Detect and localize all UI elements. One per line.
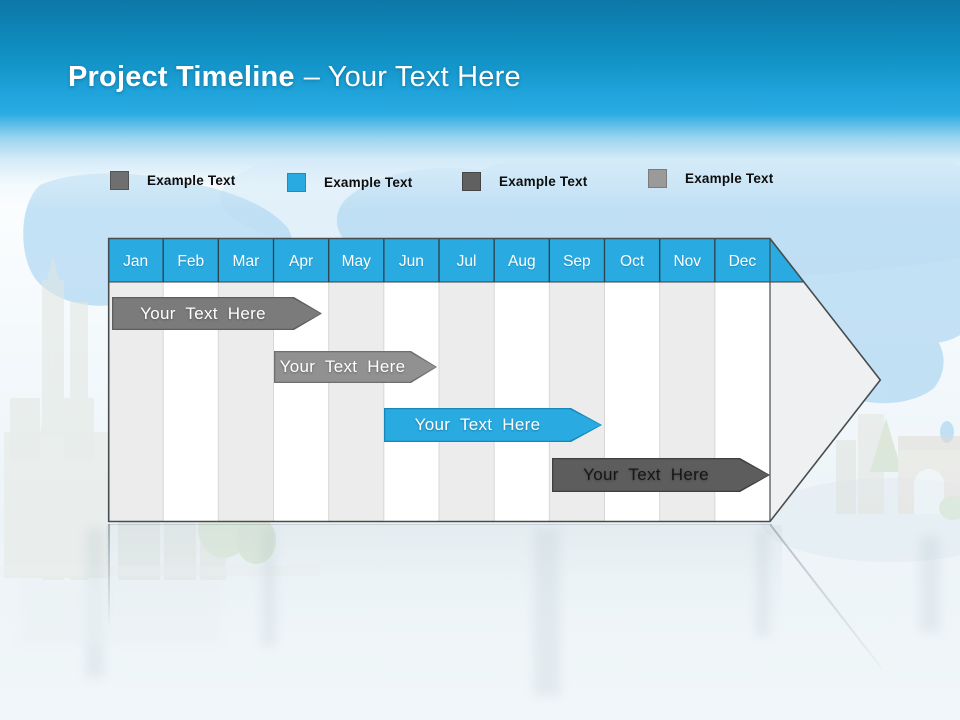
gantt-bar-4-fill: Your Text Here xyxy=(553,459,768,490)
gantt-bar-4[interactable]: Your Text Here xyxy=(552,458,770,492)
gantt-bar-2-label: Your Text Here xyxy=(279,357,406,376)
legend-item-1[interactable]: Example Text xyxy=(110,171,235,190)
arrow-head xyxy=(770,238,881,522)
legend-label: Example Text xyxy=(147,173,236,188)
month-cell-jul[interactable]: Jul xyxy=(456,253,477,270)
legend-swatch-gray xyxy=(110,171,129,190)
legend-swatch-lightgray xyxy=(648,169,667,188)
month-header-dividers xyxy=(162,239,716,282)
gantt-bar-4-label: Your Text Here xyxy=(583,465,709,484)
legend-swatch-blue xyxy=(287,173,306,192)
legend-label: Example Text xyxy=(685,171,774,186)
legend-label: Example Text xyxy=(499,174,588,189)
month-cell-mar[interactable]: Mar xyxy=(232,253,260,270)
month-cell-sep[interactable]: Sep xyxy=(563,253,591,270)
right-skyline xyxy=(836,414,960,520)
title-placeholder-text: – Your Text Here xyxy=(303,61,521,93)
month-cell-dec[interactable]: Dec xyxy=(728,253,757,270)
gantt-bar-1-fill: Your Text Here xyxy=(113,298,320,328)
legend-swatch-darkgray xyxy=(462,172,481,191)
legend-item-4[interactable]: Example Text xyxy=(648,169,773,188)
reflection-smudges xyxy=(20,528,940,696)
month-cell-apr[interactable]: Apr xyxy=(289,253,314,270)
gantt-bar-2[interactable]: Your Text Here xyxy=(274,351,437,383)
legend-item-2[interactable]: Example Text xyxy=(287,173,412,192)
column-gridlines xyxy=(162,282,716,521)
month-cell-feb[interactable]: Feb xyxy=(177,253,205,270)
gantt-bar-3-label: Your Text Here xyxy=(414,415,541,434)
month-header-band xyxy=(108,238,804,282)
month-cell-jan[interactable]: Jan xyxy=(123,253,149,270)
slide-title[interactable]: Project Timeline– Your Text Here xyxy=(68,60,521,95)
legend-label: Example Text xyxy=(324,175,413,190)
month-cell-aug[interactable]: Aug xyxy=(507,253,536,270)
gantt-bar-3-fill: Your Text Here xyxy=(385,409,600,440)
month-cell-oct[interactable]: Oct xyxy=(620,253,645,270)
gantt-bar-1[interactable]: Your Text Here xyxy=(112,297,322,330)
legend-item-3[interactable]: Example Text xyxy=(462,172,587,191)
month-cell-jun[interactable]: Jun xyxy=(398,253,424,270)
month-cell-may[interactable]: May xyxy=(341,253,371,270)
gantt-bar-1-label: Your Text Here xyxy=(140,303,266,323)
month-cell-nov[interactable]: Nov xyxy=(673,253,702,270)
gantt-bar-2-fill: Your Text Here xyxy=(275,352,435,381)
gantt-bar-3[interactable]: Your Text Here xyxy=(384,408,602,442)
arrow-outline xyxy=(107,237,882,523)
title-main-text: Project Timeline xyxy=(68,61,295,93)
